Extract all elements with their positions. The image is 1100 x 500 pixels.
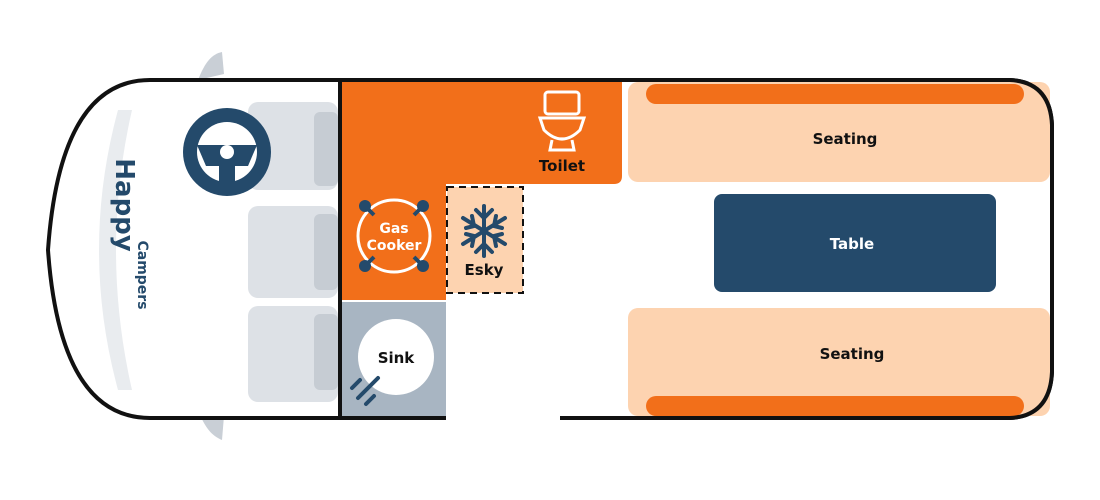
esky-label: Esky bbox=[465, 261, 504, 279]
cab-trim bbox=[99, 110, 132, 390]
table-label: Table bbox=[830, 235, 874, 253]
gas-burner-icon bbox=[356, 198, 432, 274]
van-rear-outline bbox=[1009, 78, 1054, 420]
side-door-gap bbox=[446, 410, 560, 422]
seating-top bbox=[628, 82, 1050, 182]
sink-label: Sink bbox=[378, 349, 416, 367]
tap-icon bbox=[350, 376, 380, 406]
toilet-icon bbox=[537, 90, 587, 152]
gas-cooker-label-line1: Gas bbox=[379, 221, 408, 237]
left-mirror bbox=[198, 52, 224, 80]
seating-bottom bbox=[628, 308, 1050, 416]
seating-bottom-label: Seating bbox=[820, 345, 885, 363]
seating-top-cushion bbox=[646, 84, 1024, 104]
front-seat-top-back bbox=[314, 112, 338, 186]
toilet-label: Toilet bbox=[539, 157, 585, 175]
steering-wheel-icon bbox=[183, 108, 271, 196]
gas-cooker-label-line2: Cooker bbox=[367, 238, 422, 254]
seating-top-label: Seating bbox=[813, 130, 878, 148]
brand-name-main: Happy bbox=[109, 158, 139, 252]
front-seat-bottom-back bbox=[314, 314, 338, 390]
seating-bottom-cushion bbox=[646, 396, 1024, 416]
snowflake-icon bbox=[461, 204, 507, 258]
table bbox=[714, 194, 996, 292]
sink-basin bbox=[358, 319, 434, 395]
front-seat-middle-back bbox=[314, 214, 338, 290]
brand-name-sub: Campers bbox=[134, 240, 150, 309]
